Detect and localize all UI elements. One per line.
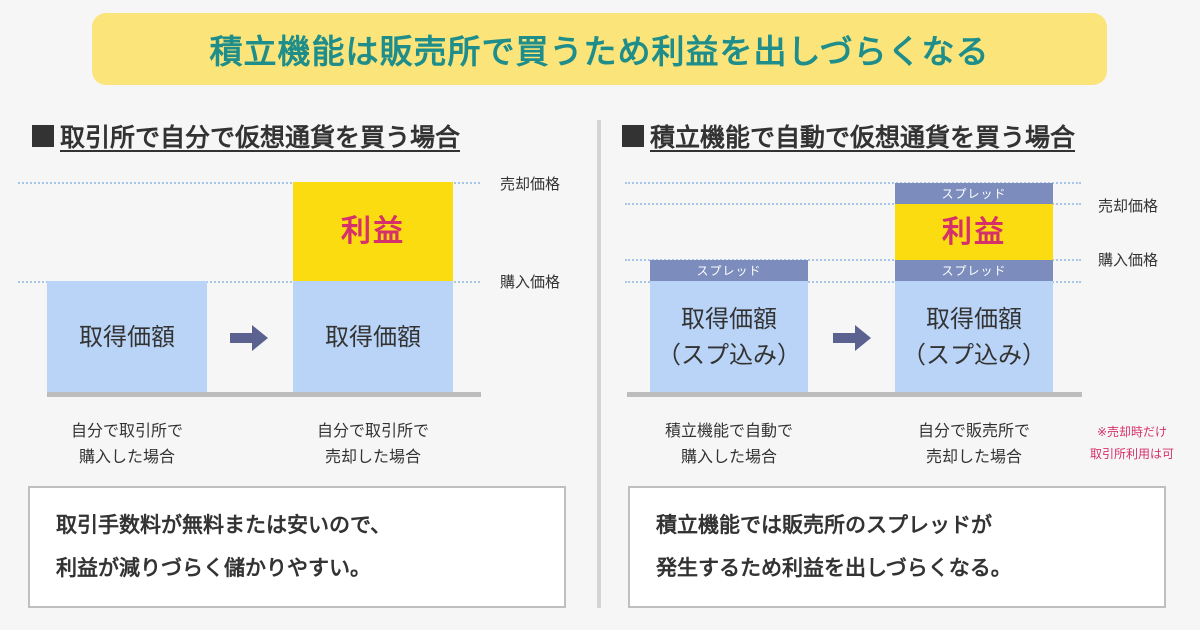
right-arrow-icon: [230, 325, 268, 351]
section-divider: [597, 120, 601, 608]
left-sell-price-line: [18, 182, 480, 184]
square-bullet-icon: [32, 125, 54, 147]
left-summary-line1: 取引手数料が無料または安いので、: [56, 513, 392, 537]
right-caption-sell-line1: 自分で販売所で: [917, 421, 1030, 440]
right-summary-box: 積立機能では販売所のスプレッドが 発生するため利益を出しづらくなる。: [628, 486, 1166, 608]
left-buy-price-label: 購入価格: [500, 273, 561, 291]
right-cost-bar-after: 取得価額 （スプ込み）: [895, 281, 1053, 392]
right-cost-bar-after-line2: （スプ込み）: [902, 340, 1046, 369]
left-caption-sell-line1: 自分で取引所で: [316, 421, 429, 440]
right-cost-bar-after-line1: 取得価額: [926, 304, 1022, 333]
right-note-line1: ※売却時だけ: [1096, 425, 1168, 439]
right-summary-line1: 積立機能では販売所のスプレッドが: [656, 513, 992, 537]
right-cost-bar-before-line1: 取得価額: [681, 304, 777, 333]
right-spread-bar-after: スプレッド: [895, 260, 1053, 281]
square-bullet-icon: [622, 125, 644, 147]
left-caption-buy-line1: 自分で取引所で: [70, 421, 183, 440]
left-sell-price-label: 売却価格: [500, 175, 561, 193]
right-section-heading: 積立機能で自動で仮想通貨を買う場合: [622, 118, 1075, 154]
left-caption-sell-line2: 売却した場合: [324, 447, 421, 467]
right-arrow-icon: [833, 325, 871, 351]
right-cost-bar-before-line2: （スプ込み）: [657, 340, 801, 369]
right-cost-bar-before: 取得価額 （スプ込み）: [650, 281, 808, 392]
left-caption-buy-line2: 購入した場合: [78, 447, 175, 467]
right-section-heading-text: 積立機能で自動で仮想通貨を買う場合: [650, 123, 1076, 152]
right-baseline: [627, 392, 1082, 397]
left-cost-bar-before: 取得価額: [47, 281, 207, 392]
right-spread-bar-before: スプレッド: [650, 260, 808, 281]
left-baseline: [47, 392, 481, 397]
left-cost-bar-after: 取得価額: [293, 281, 453, 392]
left-profit-label: 利益: [341, 214, 405, 249]
right-sell-price-line: [625, 203, 1081, 205]
right-caption-sell-line2: 売却した場合: [925, 447, 1022, 467]
left-profit-bar: 利益: [293, 182, 453, 281]
right-cost-line: [625, 281, 1081, 283]
right-note-line2: 取引所利用は可: [1089, 446, 1174, 461]
right-profit-label: 利益: [942, 214, 1006, 250]
right-profit-bar: 利益: [895, 204, 1053, 260]
left-caption-sell: 自分で取引所で 売却した場合: [293, 418, 453, 471]
right-sell-price-label: 売却価格: [1098, 197, 1159, 215]
left-summary-line2: 利益が減りづらく儲かりやすい。: [56, 556, 371, 581]
right-caption-buy-line2: 購入した場合: [680, 447, 777, 467]
left-buy-price-line: [18, 281, 480, 283]
right-summary-line2: 発生するため利益を出しづらくなる。: [656, 556, 1012, 581]
right-note: ※売却時だけ 取引所利用は可: [1070, 422, 1194, 465]
right-caption-buy: 積立機能で自動で 購入した場合: [640, 418, 818, 471]
left-section-heading-text: 取引所で自分で仮想通貨を買う場合: [60, 123, 461, 152]
main-title: 積立機能は販売所で買うため利益を出しづらくなる: [92, 13, 1107, 85]
right-buy-price-label: 購入価格: [1098, 251, 1159, 269]
right-top-spread-line: [625, 182, 1081, 184]
left-summary-box: 取引手数料が無料または安いので、 利益が減りづらく儲かりやすい。: [28, 486, 566, 608]
right-buy-price-line: [625, 259, 1081, 261]
left-caption-buy: 自分で取引所で 購入した場合: [47, 418, 207, 471]
left-section-heading: 取引所で自分で仮想通貨を買う場合: [32, 118, 460, 154]
right-spread-bar-top: スプレッド: [895, 183, 1053, 204]
right-caption-buy-line1: 積立機能で自動で: [664, 421, 793, 440]
right-caption-sell: 自分で販売所で 売却した場合: [895, 418, 1053, 471]
